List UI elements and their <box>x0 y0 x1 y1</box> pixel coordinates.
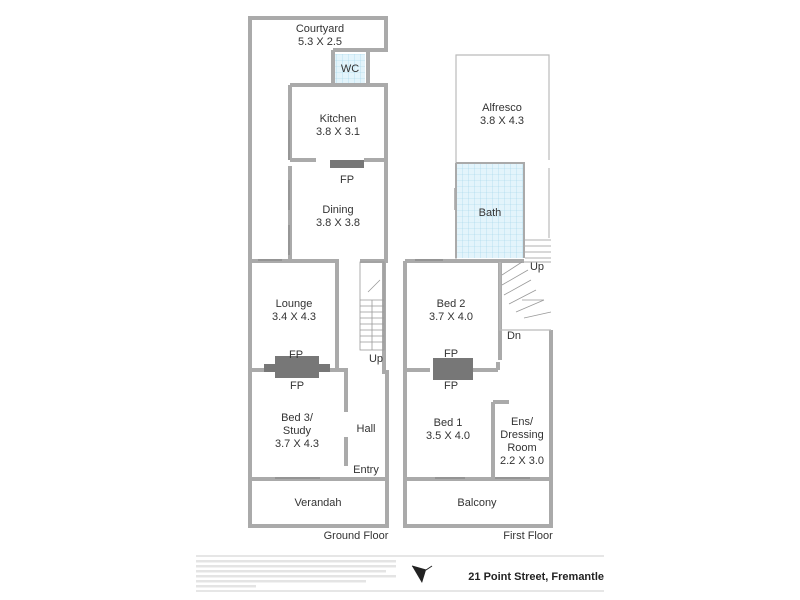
alfresco-outline <box>455 54 550 260</box>
bed1-fp-label: FP <box>444 380 458 392</box>
lounge-fp-label: FP <box>289 349 303 361</box>
first-stairs-up-label: Up <box>530 261 544 273</box>
verandah-label: Verandah <box>294 497 341 509</box>
bath-wall <box>455 162 525 258</box>
entry-label: Entry <box>353 464 379 476</box>
dining-label: Dining <box>322 204 353 216</box>
ground-stairs-up-label: Up <box>369 353 383 365</box>
bed3-label-line1: Bed 3/ <box>281 412 314 424</box>
hall-label: Hall <box>357 423 376 435</box>
bed2-fp-label: FP <box>444 348 458 360</box>
ground-floor: Courtyard 5.3 X 2.5 WC Kitchen 3.8 X 3.1… <box>248 16 456 542</box>
first-stair-walls <box>499 261 551 331</box>
ground-outer-wall <box>248 16 389 528</box>
kitchen-fireplace-icon <box>330 160 364 168</box>
courtyard-size: 5.3 X 2.5 <box>298 36 342 48</box>
alfresco-label: Alfresco <box>482 102 522 114</box>
kitchen-size: 3.8 X 3.1 <box>316 126 360 138</box>
ground-stairs <box>359 261 385 351</box>
lounge-fireplace-icon <box>275 356 319 378</box>
kitchen-fp-label: FP <box>340 174 354 186</box>
first-floor-title: First Floor <box>503 530 553 542</box>
kitchen-label: Kitchen <box>320 113 357 125</box>
bed2-label: Bed 2 <box>437 298 466 310</box>
first-stairs <box>501 239 552 319</box>
alfresco-size: 3.8 X 4.3 <box>480 115 524 127</box>
bed2-fireplace-icon <box>433 358 473 380</box>
ground-floor-title: Ground Floor <box>324 530 389 542</box>
courtyard-label: Courtyard <box>296 23 344 35</box>
bed2-size: 3.7 X 4.0 <box>429 311 473 323</box>
bed1-label: Bed 1 <box>434 417 463 429</box>
dining-size: 3.8 X 3.8 <box>316 217 360 229</box>
ensuite-label-line1: Ens/ <box>511 416 534 428</box>
lounge-size: 3.4 X 4.3 <box>272 311 316 323</box>
wc-tiles <box>333 54 365 83</box>
first-window-marks <box>415 259 530 479</box>
ensuite-label-line2: Dressing <box>500 429 543 441</box>
bath-label: Bath <box>479 207 502 219</box>
ensuite-size: 2.2 X 3.0 <box>500 455 544 467</box>
disclaimer-block <box>196 560 396 588</box>
ensuite-label-line3: Room <box>507 442 536 454</box>
first-stairs-dn-label: Dn <box>507 330 521 342</box>
bed3-fp-label: FP <box>290 380 304 392</box>
wc-label: WC <box>341 63 359 75</box>
bed3-label-line2: Study <box>283 425 312 437</box>
footer: 21 Point Street, Fremantle <box>196 555 604 592</box>
bath-tiles <box>457 164 524 258</box>
balcony-label: Balcony <box>457 497 497 509</box>
bed3-size: 3.7 X 4.3 <box>275 438 319 450</box>
north-arrow-icon <box>411 565 433 583</box>
bed1-size: 3.5 X 4.0 <box>426 430 470 442</box>
lounge-label: Lounge <box>276 298 313 310</box>
first-outer-wall <box>403 259 553 528</box>
property-address: 21 Point Street, Fremantle <box>468 571 604 583</box>
first-floor: Alfresco 3.8 X 4.3 Bath Up Dn Bed 2 3.7 … <box>403 54 553 542</box>
